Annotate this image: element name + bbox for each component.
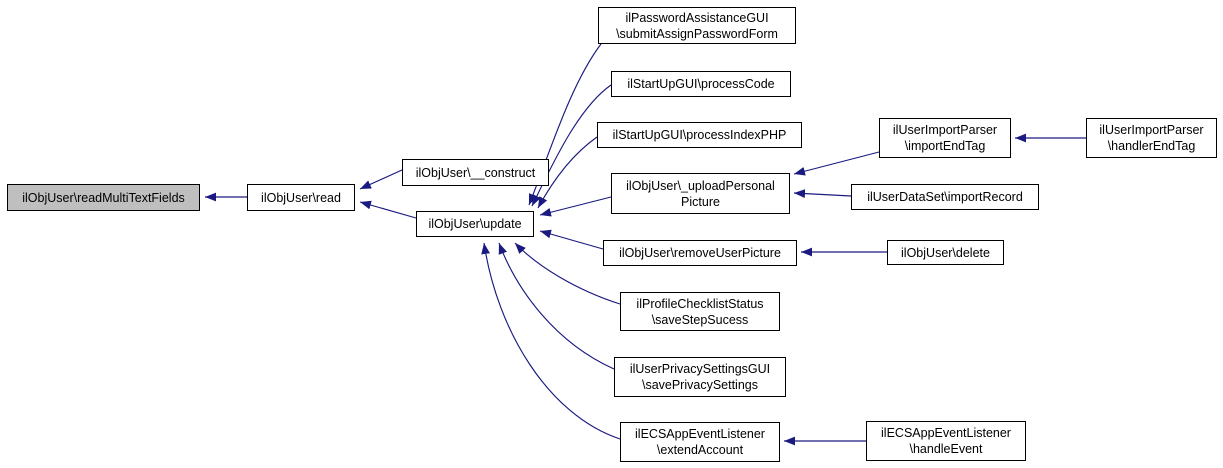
edge-process-index-php-to-update (537, 136, 598, 209)
edge-construct-to-read (359, 169, 403, 190)
node-process-index-php[interactable]: ilStartUpGUI\processIndexPHP (597, 122, 802, 148)
node-label: ilPasswordAssistanceGUI \submitAssignPas… (616, 10, 778, 41)
node-label: ilObjUser\update (428, 217, 522, 231)
edge-import-end-tag-to-upload-personal-picture (793, 151, 880, 176)
node-read-multi-text-fields: ilObjUser\readMultiTextFields (7, 184, 200, 211)
node-construct[interactable]: ilObjUser\__construct (402, 159, 549, 186)
node-label: ilUserPrivacySettingsGUI \savePrivacySet… (629, 362, 771, 392)
edge-save-step-sucess-to-update (514, 242, 621, 305)
edge-upload-personal-picture-to-update (539, 196, 612, 217)
node-label: ilECSAppEventListener \handleEvent (881, 426, 1011, 456)
node-label: ilUserDataSet\importRecord (867, 190, 1023, 204)
node-handler-end-tag[interactable]: ilUserImportParser \handlerEndTag (1086, 118, 1217, 158)
edge-submit-assign-password-form-to-update (528, 43, 602, 206)
node-save-step-sucess[interactable]: ilProfileChecklistStatus \saveStepSucess (620, 292, 780, 331)
node-label: ilUserImportParser \importEndTag (892, 123, 998, 153)
node-label: ilObjUser\__construct (415, 165, 536, 180)
node-import-record[interactable]: ilUserDataSet\importRecord (851, 184, 1039, 210)
edge-save-privacy-settings-to-update (498, 242, 615, 370)
node-label: ilStartUpGUI\processCode (627, 77, 775, 91)
node-label: ilECSAppEventListener \extendAccount (635, 427, 765, 457)
node-submit-assign-password-form[interactable]: ilPasswordAssistanceGUI \submitAssignPas… (598, 7, 796, 44)
node-upload-personal-picture[interactable]: ilObjUser\_uploadPersonal Picture (611, 173, 790, 214)
node-label: ilObjUser\read (261, 190, 341, 205)
node-extend-account[interactable]: ilECSAppEventListener \extendAccount (620, 422, 780, 462)
edge-remove-user-picture-to-update (539, 229, 604, 250)
node-read[interactable]: ilObjUser\read (247, 184, 355, 211)
node-label: ilProfileChecklistStatus \saveStepSucess (636, 296, 764, 327)
node-label: ilObjUser\readMultiTextFields (22, 190, 185, 205)
edge-extend-account-to-update (481, 242, 621, 440)
edge-update-to-read (359, 200, 417, 219)
node-update[interactable]: ilObjUser\update (416, 211, 534, 237)
edge-import-record-to-upload-personal-picture (793, 189, 852, 198)
node-save-privacy-settings[interactable]: ilUserPrivacySettingsGUI \savePrivacySet… (614, 357, 786, 397)
node-remove-user-picture[interactable]: ilObjUser\removeUserPicture (603, 240, 797, 266)
edge-process-code-to-update (531, 84, 612, 207)
node-handle-event[interactable]: ilECSAppEventListener \handleEvent (866, 421, 1026, 461)
node-label: ilObjUser\delete (901, 245, 990, 260)
node-delete[interactable]: ilObjUser\delete (887, 240, 1004, 265)
node-label: ilUserImportParser \handlerEndTag (1099, 123, 1204, 153)
node-process-code[interactable]: ilStartUpGUI\processCode (611, 71, 791, 97)
node-label: ilStartUpGUI\processIndexPHP (612, 128, 787, 142)
node-import-end-tag[interactable]: ilUserImportParser \importEndTag (879, 118, 1011, 158)
node-label: ilObjUser\removeUserPicture (619, 246, 781, 260)
node-label: ilObjUser\_uploadPersonal Picture (626, 178, 775, 209)
